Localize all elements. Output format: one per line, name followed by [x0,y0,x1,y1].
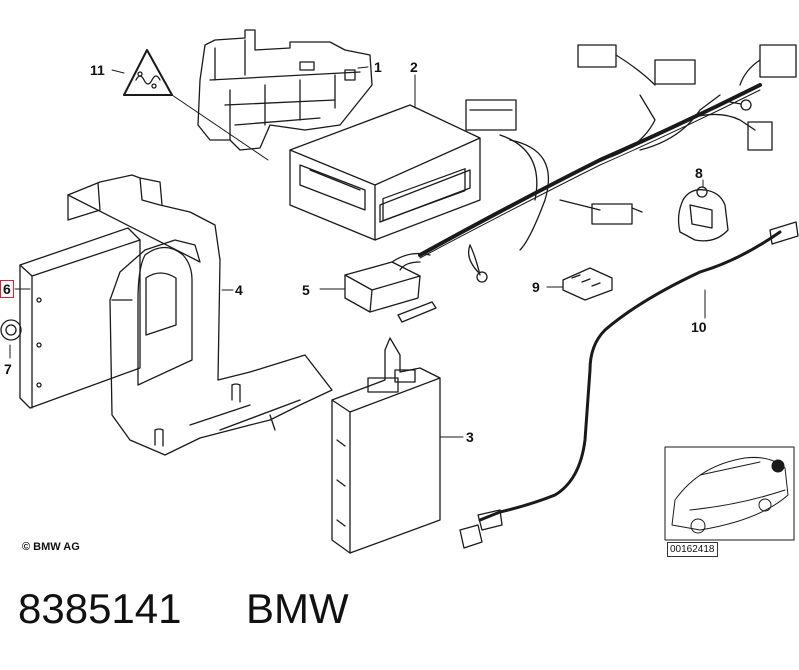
part-6-plate [19,227,141,409]
copyright-text: © BMW AG [22,541,80,553]
callout-7[interactable]: 7 [4,361,12,377]
leader-lines [9,66,706,438]
callout-5[interactable]: 5 [302,282,310,298]
inset-image-id: 00162418 [667,542,718,557]
part-1-bracket [197,29,373,151]
callout-11[interactable]: 11 [90,62,105,78]
part-2-control-unit [289,104,481,241]
part-11-warning-symbol [123,49,173,96]
caption-brand: BMW [246,585,349,632]
callout-8[interactable]: 8 [695,165,703,181]
callout-10[interactable]: 10 [691,319,707,335]
part-5-connector [344,252,437,323]
caption-part-number: 8385141 [18,585,182,632]
part-10-cable [459,221,799,549]
callout-6[interactable]: 6 [0,280,14,298]
wiring-harness [399,44,797,283]
callout-3[interactable]: 3 [466,429,474,445]
callout-2[interactable]: 2 [410,59,418,75]
part-4-bracket [67,174,333,456]
part-3-module [331,337,441,554]
callout-1[interactable]: 1 [374,59,382,75]
callout-4[interactable]: 4 [235,282,243,298]
part-9-clip [562,267,613,301]
vehicle-inset [664,446,795,541]
part-7-grommet [0,319,22,341]
part-8-holder [677,186,729,242]
callout-9[interactable]: 9 [532,279,540,295]
